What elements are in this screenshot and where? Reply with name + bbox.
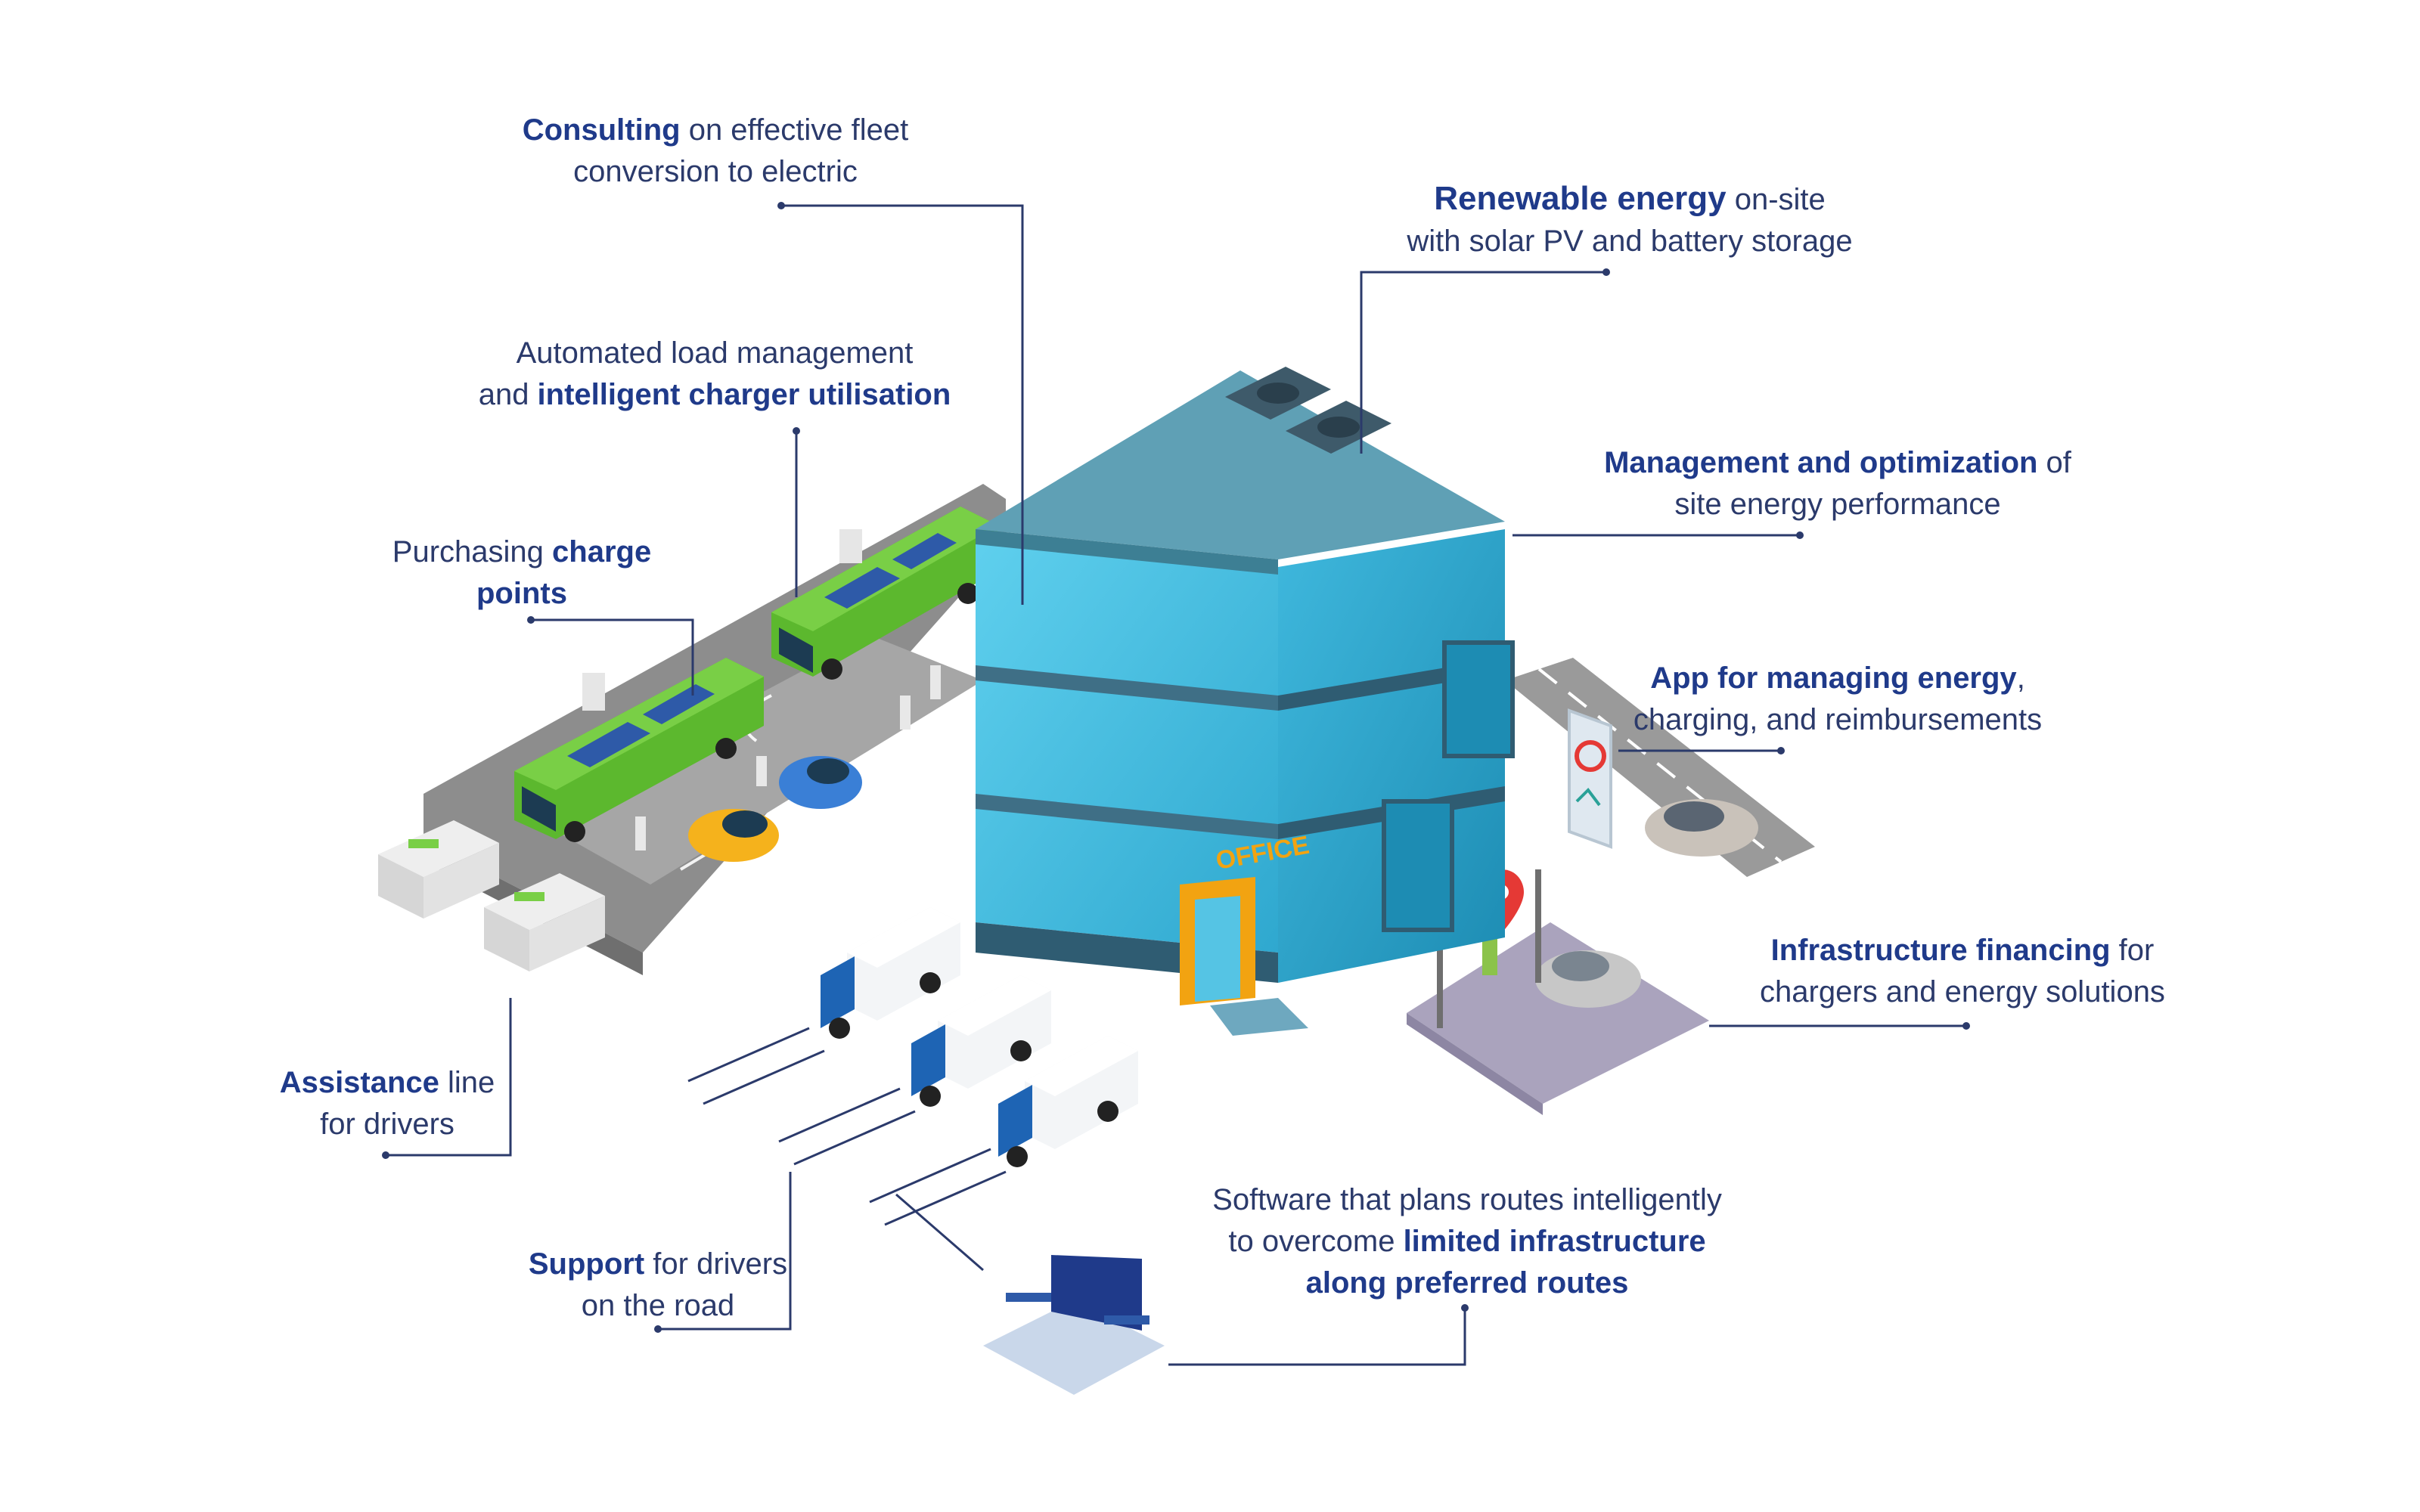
callout-support: Support for drivers on the road bbox=[528, 1247, 788, 1322]
callout-financing: Infrastructure financing for chargers an… bbox=[1760, 934, 2165, 1009]
leader-lines bbox=[386, 204, 1966, 1366]
callout-assistance: Assistance line for drivers bbox=[279, 1066, 495, 1141]
laptop-icon bbox=[983, 1255, 1165, 1395]
callout-consulting: Consulting on effective fleet conversion… bbox=[522, 113, 909, 188]
callout-software: Software that plans routes intelligently… bbox=[1212, 1183, 1722, 1300]
callout-purchasing: Purchasing charge points bbox=[392, 535, 652, 610]
charging-station-pad bbox=[1407, 869, 1709, 1115]
truck-icon bbox=[821, 907, 960, 1039]
call-center-desks bbox=[378, 820, 605, 971]
car-icon bbox=[688, 809, 779, 862]
car-icon bbox=[779, 756, 862, 809]
rooftop-fan-icon bbox=[1225, 367, 1392, 454]
callout-load-management: Automated load management and intelligen… bbox=[478, 336, 951, 411]
callout-management: Management and optimization of site ener… bbox=[1604, 446, 2071, 521]
truck-icon bbox=[998, 1036, 1138, 1167]
speed-lines bbox=[687, 1027, 1007, 1226]
callout-renewable: Renewable energy on-site with solar PV a… bbox=[1407, 180, 1853, 258]
leader-dots bbox=[382, 202, 1970, 1333]
smartphone-icon bbox=[1568, 708, 1612, 849]
callout-app: App for managing energy, charging, and r… bbox=[1633, 662, 2043, 736]
truck-icon bbox=[911, 975, 1051, 1107]
bus-icon bbox=[771, 507, 998, 680]
office-building-icon bbox=[976, 370, 1515, 1036]
bus-icon bbox=[514, 658, 764, 842]
charger-icon bbox=[635, 665, 941, 850]
car-icon bbox=[1645, 799, 1758, 857]
